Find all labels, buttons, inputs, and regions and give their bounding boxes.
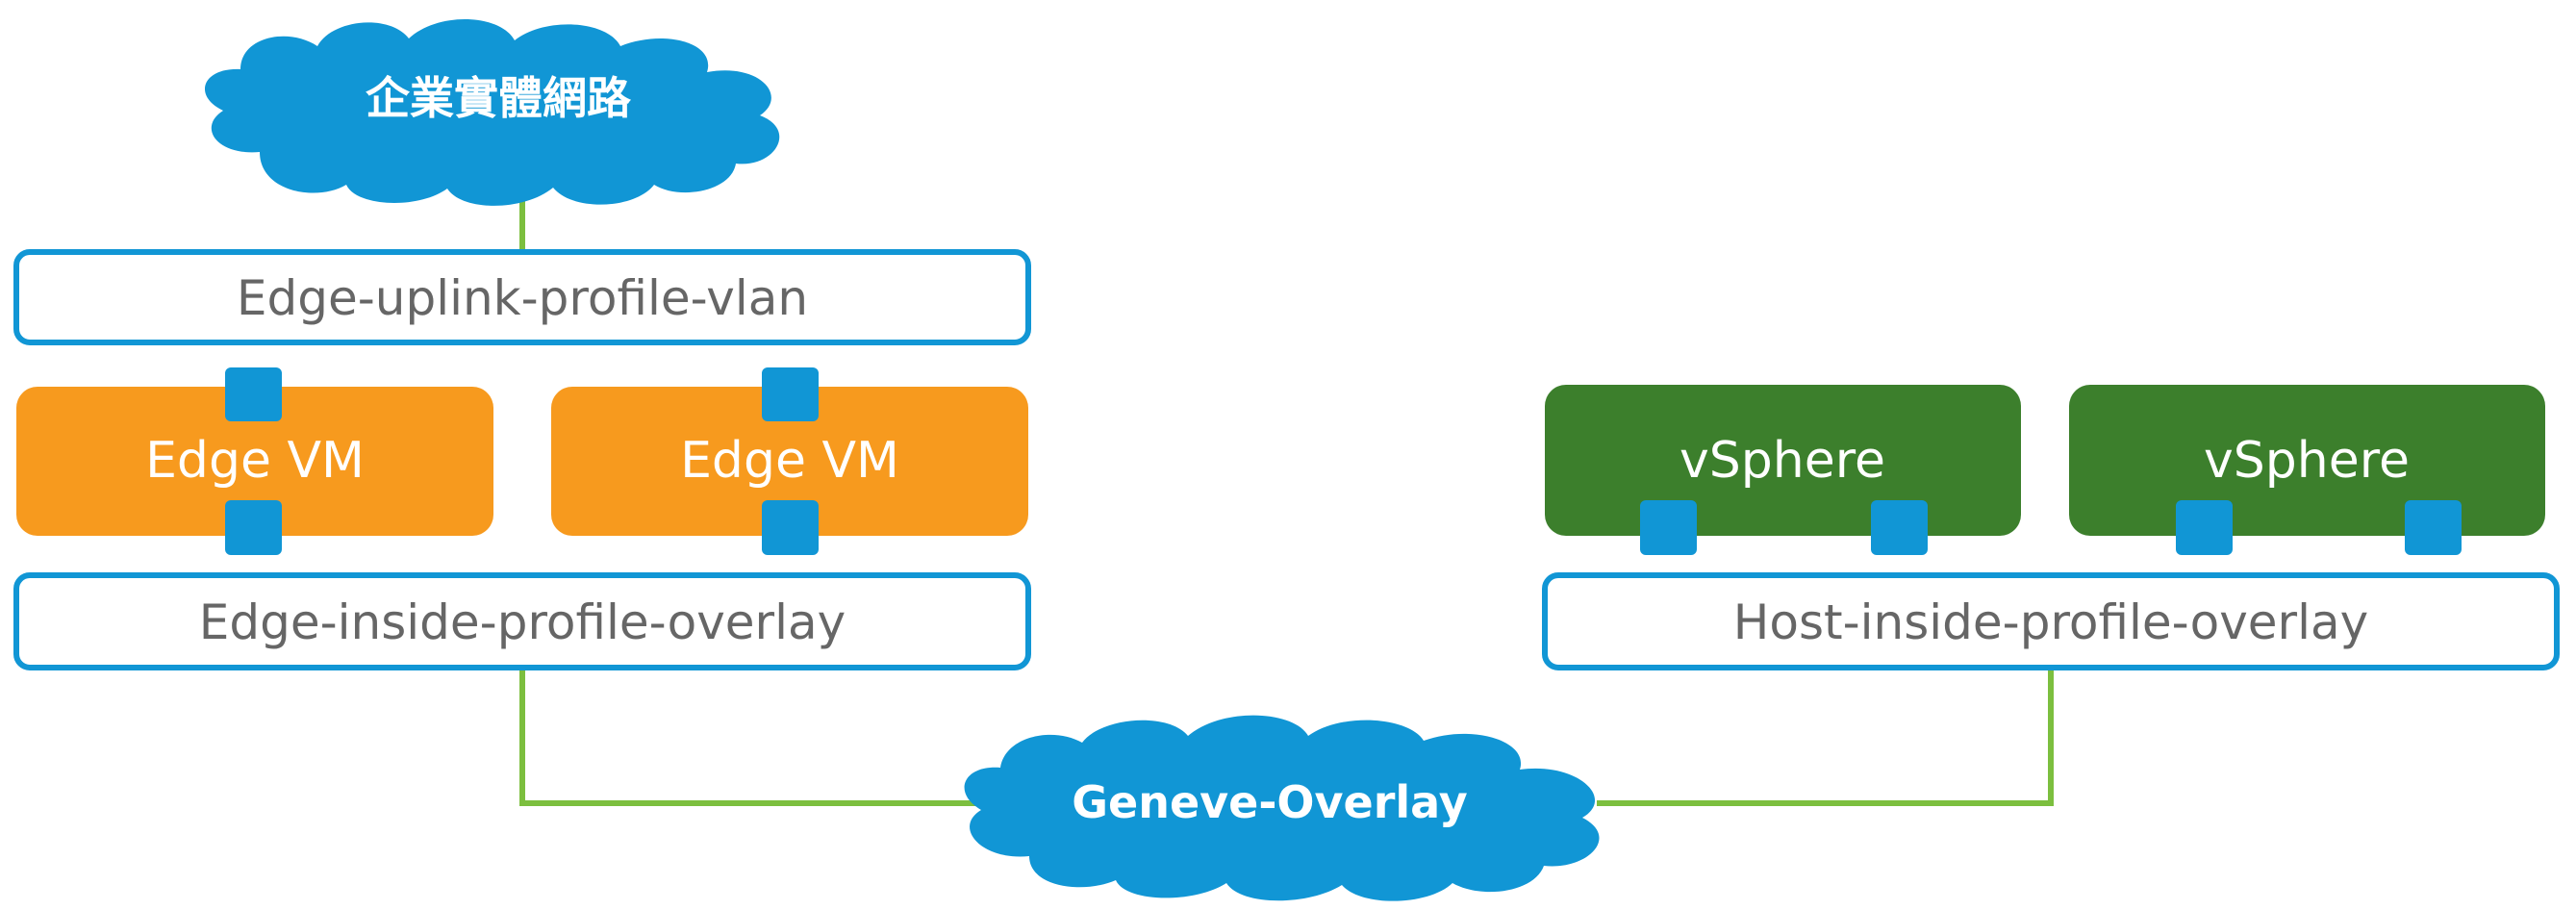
host-inside-profile: Host-inside-profile-overlay — [1542, 572, 2560, 670]
vsphere-host-1-label: vSphere — [1679, 432, 1885, 490]
vsphere-host-1-box — [1545, 385, 2021, 536]
edge-vm-1-uplink-port — [225, 367, 282, 421]
vsphere-host-2-label: vSphere — [2204, 432, 2410, 490]
geneve-overlay-cloud: Geneve-Overlay — [964, 715, 1600, 901]
vsphere-host-1: vSphere — [1545, 385, 2021, 555]
edge-vm-2-overlay-port — [762, 500, 819, 555]
host-inside-profile-label: Host-inside-profile-overlay — [1733, 594, 2368, 650]
link-edge-inside-to-overlay — [519, 668, 991, 806]
vsphere-host-2-port-b — [2405, 500, 2462, 555]
edge-uplink-profile-box — [13, 249, 1031, 345]
edge-inside-profile: Edge-inside-profile-overlay — [13, 572, 1031, 670]
edge-vm-1-overlay-port — [225, 500, 282, 555]
edge-vm-2-label: Edge VM — [680, 432, 899, 490]
vsphere-host-2-box — [2069, 385, 2545, 536]
vsphere-host-2-port-a — [2176, 500, 2233, 555]
edge-vm-2-box — [551, 387, 1028, 536]
links — [519, 192, 2054, 806]
edge-vm-2: Edge VM — [551, 367, 1028, 555]
edge-vm-2-uplink-port — [762, 367, 819, 421]
edge-inside-profile-box — [13, 572, 1031, 670]
vsphere-host-2: vSphere — [2069, 385, 2545, 555]
host-inside-profile-box — [1542, 572, 2560, 670]
enterprise-cloud-label: 企業實體網路 — [366, 72, 632, 124]
enterprise-cloud: 企業實體網路 — [204, 18, 780, 206]
edge-uplink-profile-label: Edge-uplink-profile-vlan — [237, 270, 808, 326]
cloud-icon — [204, 18, 780, 206]
edge-vm-1-box — [16, 387, 493, 536]
edge-vm-1: Edge VM — [16, 367, 493, 555]
cloud-icon — [964, 715, 1600, 901]
vsphere-host-1-port-a — [1640, 500, 1697, 555]
edge-uplink-profile: Edge-uplink-profile-vlan — [13, 249, 1031, 345]
link-host-inside-to-overlay — [1597, 668, 2054, 806]
vsphere-host-1-port-b — [1871, 500, 1928, 555]
geneve-overlay-cloud-label: Geneve-Overlay — [1072, 776, 1468, 828]
edge-inside-profile-label: Edge-inside-profile-overlay — [199, 594, 846, 650]
edge-vm-1-label: Edge VM — [145, 432, 365, 490]
